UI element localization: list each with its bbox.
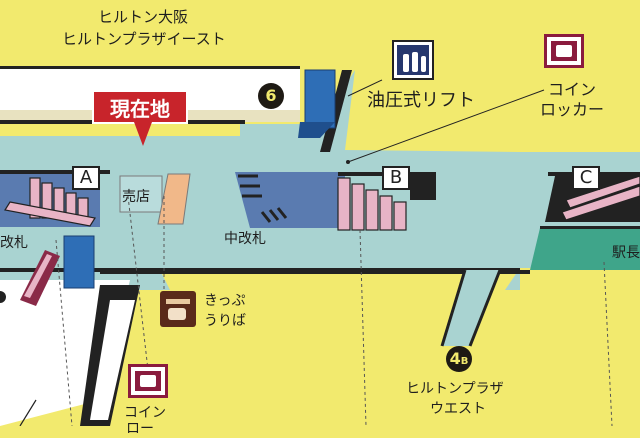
bottom-wall-2 [100, 270, 530, 274]
label-central-ticket-gate: 中改札 [224, 231, 266, 247]
label-shop: 売店 [122, 189, 150, 205]
ticket-machine-icon [160, 291, 196, 327]
label-hilton-plaza-west-1: ヒルトンプラザ [406, 381, 504, 397]
label-hilton-plaza-west-2: ウエスト [430, 401, 486, 417]
current-location-pointer [134, 122, 152, 146]
guide-lines [55, 195, 613, 426]
upper-corridor [0, 68, 300, 110]
gate-a-frame [0, 170, 110, 174]
central-gate-barriers [238, 174, 288, 223]
label-coin-locker-top-2: ロッカー [540, 100, 605, 119]
station-master-border [540, 226, 640, 229]
label-hilton-osaka: ヒルトン大阪 [98, 8, 189, 26]
elevator-bottom [63, 235, 95, 289]
passage-4b-edge-2 [468, 269, 502, 347]
elevator-top-3d [298, 122, 335, 138]
station-map: ヒルトン大阪 ヒルトンプラザイースト 現在地 6 油圧式リフト コイン ロッカー… [0, 8, 640, 437]
stairs-b [337, 177, 407, 231]
current-location-marker: 現在地 [92, 90, 188, 124]
exit-6-marker[interactable]: 6 [258, 83, 284, 109]
coin-locker-icon [544, 34, 584, 68]
leader-locker [347, 89, 545, 163]
gate-b-marker: B [382, 166, 410, 190]
escalator-left-stripes [24, 254, 52, 298]
gate-a-marker: A [72, 166, 100, 190]
label-coin-locker-top-1: コイン [548, 80, 597, 99]
shop-orange [157, 173, 191, 225]
stairs-b-side [410, 176, 436, 200]
label-ticket-1: きっぷ [204, 293, 246, 309]
leader-lift [347, 79, 383, 97]
gate-c-marker: C [572, 166, 600, 190]
stairs-c [561, 175, 640, 221]
leader-locker-dot [346, 160, 350, 164]
label-coin-locker-bottom-1: コイン [124, 405, 166, 421]
leader-left [19, 399, 37, 426]
upper-wall-2 [0, 66, 300, 69]
elevator-icon [392, 40, 434, 80]
left-marker [0, 291, 6, 303]
shop-box [119, 175, 163, 213]
label-hydraulic-lift: 油圧式リフト [367, 90, 475, 111]
lower-left-slope-2 [90, 300, 135, 420]
exit-4b-marker[interactable]: 4B [446, 346, 472, 372]
label-station-master: 駅長 [612, 245, 640, 261]
passage-4b [442, 270, 500, 346]
label-ticket-2: うりば [204, 313, 246, 329]
passage-4b-edge-1 [440, 269, 467, 347]
central-platform [235, 172, 345, 228]
station-master-area [530, 228, 640, 270]
coin-locker-icon-bottom [128, 364, 168, 398]
stairs-a [4, 177, 96, 227]
label-ticket-gate-left: 改札 [0, 235, 28, 251]
diagonal-wall [320, 70, 352, 152]
elevator-top [304, 69, 336, 129]
label-coin-locker-bottom-2: ロー [126, 421, 154, 437]
label-hilton-plaza-east: ヒルトンプラザイースト [62, 30, 226, 48]
